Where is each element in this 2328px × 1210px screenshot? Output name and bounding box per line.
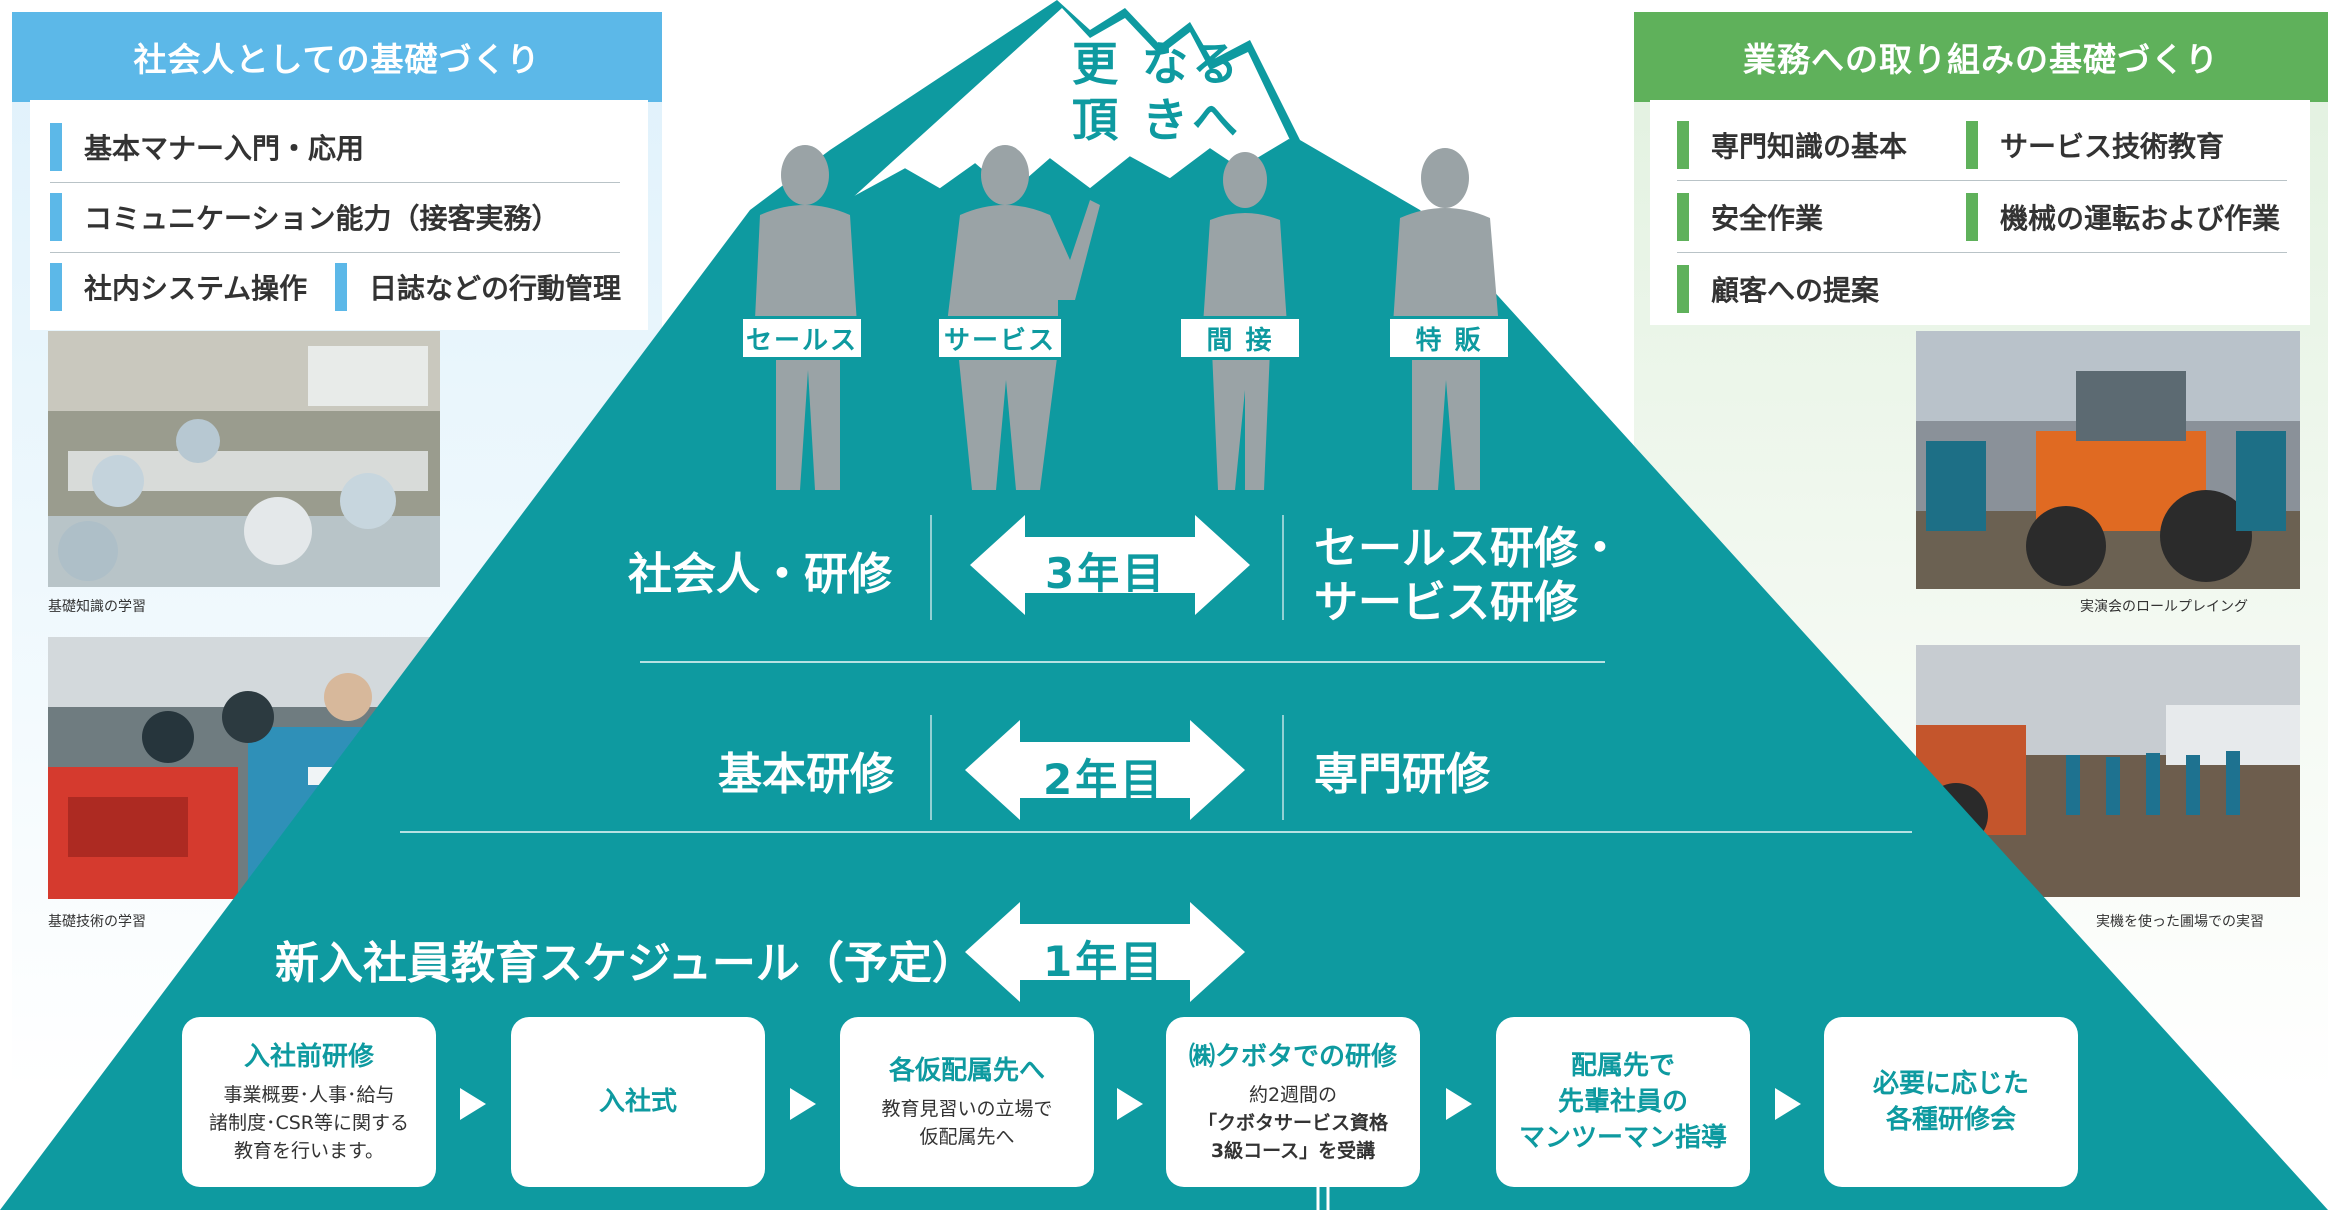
photo-classroom	[48, 331, 440, 587]
left-divider	[50, 252, 620, 253]
left-divider	[50, 182, 620, 183]
year2-arrow	[965, 720, 1245, 820]
caption-workshop: 基礎技術の学習	[48, 914, 146, 930]
role-indirect: 間 接	[1178, 316, 1302, 360]
step-mentor-guidance: 配属先で 先輩社員の マンツーマン指導	[1496, 1017, 1750, 1187]
step-title: 必要に応じた 各種研修会	[1872, 1069, 2029, 1135]
photo-tractor-demo	[1916, 331, 2300, 589]
year2-divider-left	[930, 715, 932, 820]
step-arrow-icon	[790, 1088, 816, 1120]
right-panel-title: 業務への取り組みの基礎づくり	[1634, 12, 2328, 102]
step-arrow-icon	[1775, 1088, 1801, 1120]
year2-divider-right	[1282, 715, 1284, 820]
right-item-knowledge: 専門知識の基本	[1677, 121, 1907, 169]
step-title: 配属先で 先輩社員の マンツーマン指導	[1518, 1051, 1727, 1153]
left-item-manner: 基本マナー入門・応用	[50, 123, 364, 171]
step-training-sessions: 必要に応じた 各種研修会	[1824, 1017, 2078, 1187]
right-item-safety: 安全作業	[1677, 193, 1823, 241]
summit-line1: 更 なる	[1072, 37, 1243, 91]
caption-classroom: 基礎知識の学習	[48, 599, 146, 615]
step-arrow-icon	[1446, 1088, 1472, 1120]
year1-arrow-label: 1年目	[1043, 937, 1166, 986]
year3-arrow	[970, 515, 1250, 615]
year3-left-label: 社会人・研修	[628, 549, 892, 600]
right-divider	[1677, 180, 2287, 181]
year3-arrow-label: 3年目	[1045, 549, 1168, 598]
year1-title: 新入社員教育スケジュール（予定）	[275, 938, 976, 989]
year3-divider-right	[1282, 515, 1284, 620]
caption-tractor-demo: 実演会のロールプレイング	[2080, 599, 2248, 615]
role-special-sales: 特 販	[1387, 316, 1511, 360]
year1-arrow	[965, 902, 1245, 1002]
step-kubota-training: ㈱クボタでの研修 約2週間の 「クボタサービス資格 3級コース」を受講	[1166, 1017, 1420, 1187]
step-title: 入社前研修	[243, 1042, 374, 1072]
step-arrow-icon	[1117, 1088, 1143, 1120]
year2-left-label: 基本研修	[718, 749, 894, 800]
year3-divider-left	[930, 515, 932, 620]
step-desc: 事業概要･人事･給与 諸制度･CSR等に関する 教育を行います。	[208, 1084, 410, 1162]
year3-right-line1: セールス研修・	[1314, 523, 1622, 574]
right-divider	[1677, 252, 2287, 253]
summit-line2: 頂 きへ	[1072, 93, 1243, 147]
right-item-service-tech: サービス技術教育	[1966, 121, 2224, 169]
step-desc: 教育見習いの立場で 仮配属先へ	[881, 1098, 1053, 1148]
left-item-daily-report: 日誌などの行動管理	[335, 263, 621, 311]
step-title: ㈱クボタでの研修	[1188, 1042, 1397, 1072]
year2-right-label: 専門研修	[1314, 749, 1490, 800]
step-temporary-assignment: 各仮配属先へ 教育見習いの立場で 仮配属先へ	[840, 1017, 1094, 1187]
caption-field-practice: 実機を使った圃場での実習	[2096, 914, 2264, 930]
step-title: 各仮配属先へ	[888, 1056, 1045, 1086]
right-items-box	[1650, 100, 2310, 325]
role-sales: セールス	[740, 316, 864, 360]
right-item-machine-operation: 機械の運転および作業	[1966, 193, 2280, 241]
year2-arrow-label: 2年目	[1043, 755, 1166, 804]
step-pre-training: 入社前研修 事業概要･人事･給与 諸制度･CSR等に関する 教育を行います。	[182, 1017, 436, 1187]
left-item-system: 社内システム操作	[50, 263, 307, 311]
step-desc: 約2週間の 「クボタサービス資格 3級コース」を受講	[1197, 1084, 1388, 1162]
step-entrance-ceremony: 入社式	[511, 1017, 765, 1187]
role-service: サービス	[936, 316, 1064, 360]
step-arrow-icon	[460, 1088, 486, 1120]
left-item-communication: コミュニケーション能力（接客実務）	[50, 193, 559, 241]
right-item-proposal: 顧客への提案	[1677, 265, 1879, 313]
left-panel-title: 社会人としての基礎づくり	[12, 12, 662, 102]
step-title: 入社式	[598, 1087, 677, 1117]
year3-right-line2: サービス研修	[1314, 577, 1578, 628]
